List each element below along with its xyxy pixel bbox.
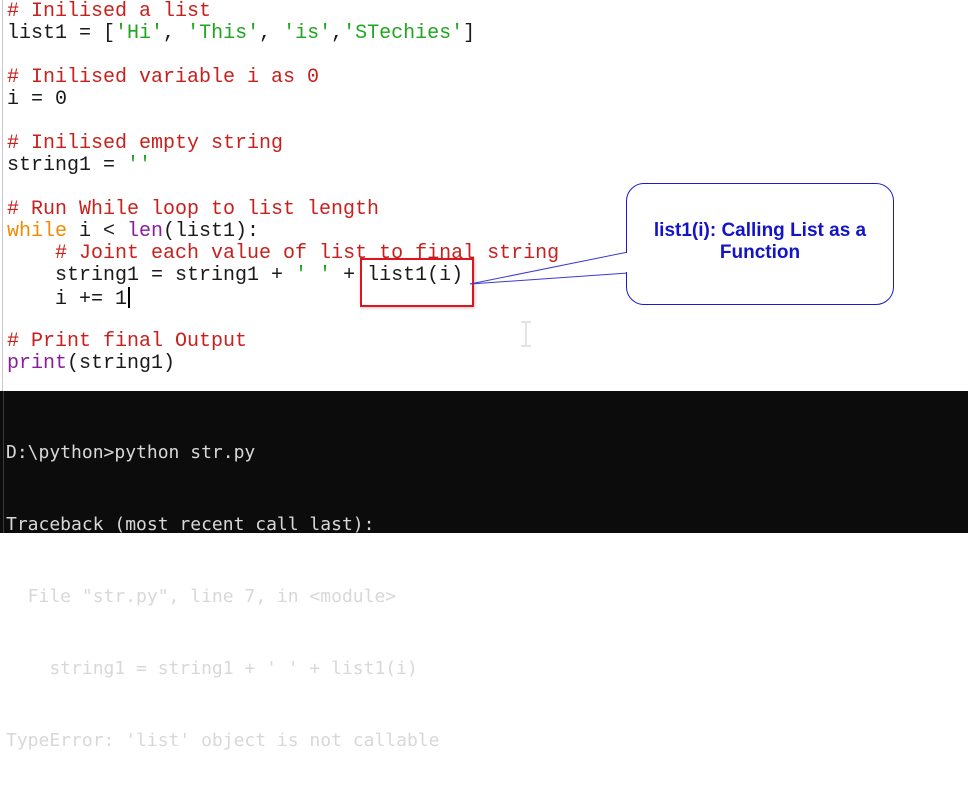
code-token: # Print final Output bbox=[7, 330, 248, 353]
code-token: i += 1 bbox=[7, 288, 128, 311]
code-line: print(string1) bbox=[7, 353, 559, 375]
terminal-line: Traceback (most recent call last): bbox=[6, 514, 375, 535]
code-line: # Inilised a list bbox=[7, 1, 559, 23]
callout-line-2: Function bbox=[719, 242, 801, 263]
terminal-line: TypeError: 'list' object is not callable bbox=[6, 730, 440, 751]
terminal-left-border bbox=[3, 391, 4, 533]
code-token: len bbox=[127, 220, 164, 243]
code-token: while bbox=[7, 220, 68, 243]
code-token: 'STechies' bbox=[343, 22, 464, 45]
code-line: i += 1 bbox=[7, 287, 559, 311]
code-token: ] bbox=[463, 22, 476, 45]
terminal-line: File "str.py", line 7, in <module> bbox=[6, 586, 397, 607]
code-token: ' ' bbox=[295, 264, 332, 287]
text-cursor-ibeam-icon bbox=[521, 321, 531, 347]
code-token: print bbox=[7, 352, 68, 375]
code-token: 'This' bbox=[187, 22, 260, 45]
code-token: i < bbox=[67, 220, 128, 243]
callout-line-1: list1(i): Calling List as a bbox=[653, 220, 867, 241]
code-token: , bbox=[163, 22, 188, 45]
code-token: i = 0 bbox=[7, 88, 68, 111]
code-token: string1 = bbox=[7, 154, 128, 177]
code-line: # Run While loop to list length bbox=[7, 199, 559, 221]
code-token: # Run While loop to list length bbox=[7, 198, 380, 221]
code-token: # Inilised variable i as 0 bbox=[7, 66, 320, 89]
terminal-line: D:\python>python str.py bbox=[6, 442, 256, 463]
code-token: (list1): bbox=[163, 220, 260, 243]
code-token: , bbox=[331, 22, 344, 45]
code-token: string1 = string1 + bbox=[7, 264, 296, 287]
callout-bubble: list1(i): Calling List as a Function bbox=[626, 183, 894, 305]
code-line: # Inilised empty string bbox=[7, 133, 559, 155]
code-line: # Print final Output bbox=[7, 331, 559, 353]
terminal-output[interactable]: D:\python>python str.py Traceback (most … bbox=[0, 391, 968, 751]
terminal-text: D:\python>python str.py Traceback (most … bbox=[6, 393, 439, 801]
code-token: list1 = [ bbox=[7, 22, 116, 45]
callout-pointer bbox=[469, 251, 629, 285]
code-token: , bbox=[259, 22, 284, 45]
code-line: i = 0 bbox=[7, 89, 559, 111]
code-line: list1 = ['Hi', 'This', 'is','STechies'] bbox=[7, 23, 559, 45]
text-caret bbox=[128, 287, 131, 308]
terminal-line: string1 = string1 + ' ' + list1(i) bbox=[6, 658, 418, 679]
code-token: '' bbox=[127, 154, 152, 177]
error-highlight-box bbox=[360, 258, 474, 307]
editor-left-border bbox=[2, 0, 3, 391]
code-line: while i < len(list1): bbox=[7, 221, 559, 243]
code-token: 'is' bbox=[283, 22, 332, 45]
code-line: # Inilised variable i as 0 bbox=[7, 67, 559, 89]
code-token: (string1) bbox=[67, 352, 176, 375]
code-token: # Inilised empty string bbox=[7, 132, 284, 155]
code-line: string1 = string1 + ' ' + list1(i) bbox=[7, 265, 559, 287]
code-token: + list1(i) bbox=[331, 264, 464, 287]
callout-text: list1(i): Calling List as a Function bbox=[627, 220, 893, 264]
code-token: # Inilised a list bbox=[7, 0, 212, 23]
code-token: 'Hi' bbox=[115, 22, 164, 45]
code-line: string1 = '' bbox=[7, 155, 559, 177]
